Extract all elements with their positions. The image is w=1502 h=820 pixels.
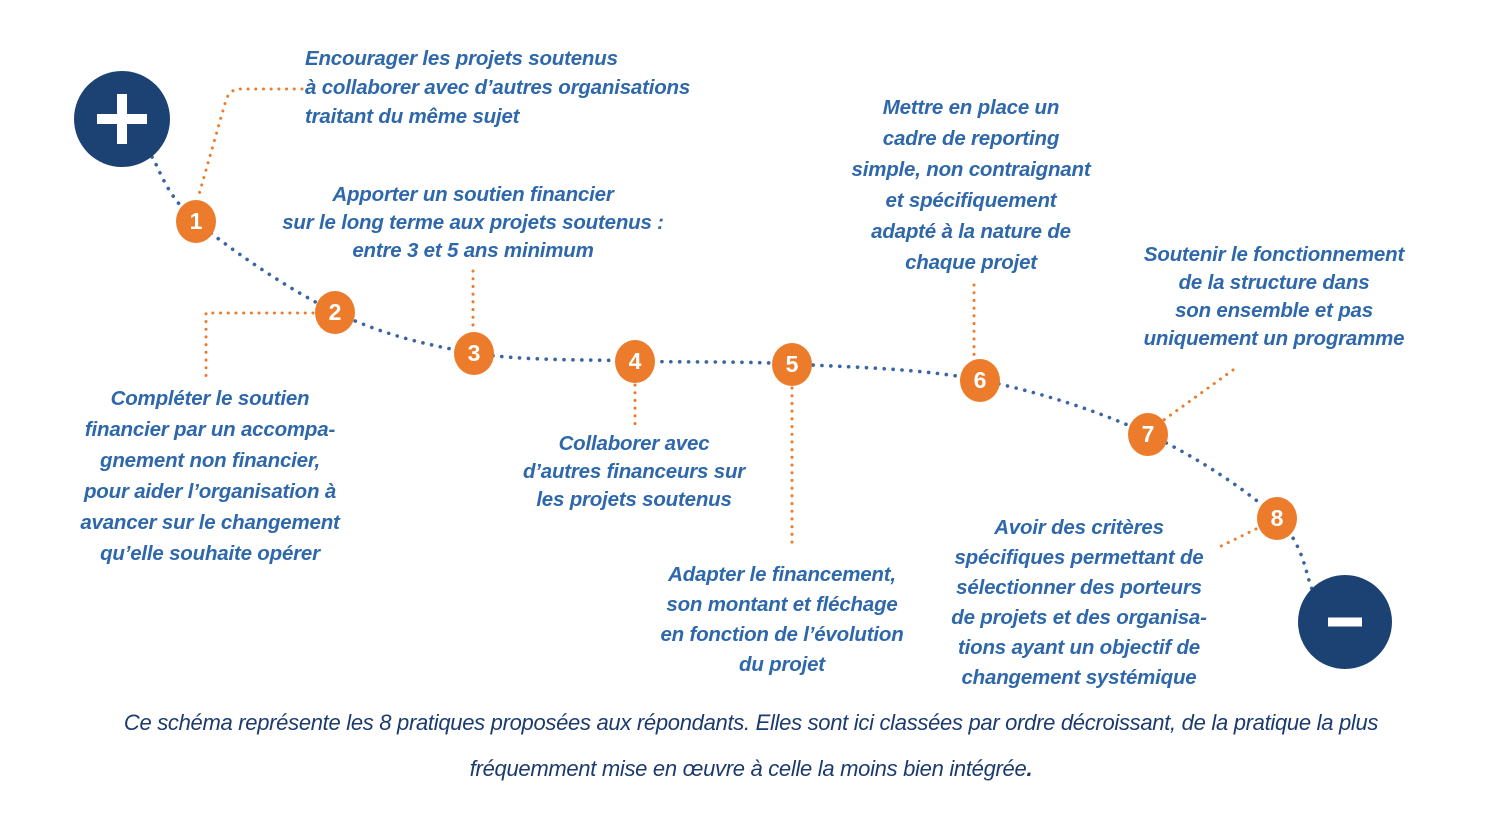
caption: Ce schéma représente les 8 pratiques pro… — [0, 700, 1502, 792]
practice-marker-4: 4 — [615, 340, 655, 383]
practice-number-2: 2 — [328, 299, 342, 325]
connector-practice-3 — [204, 311, 315, 383]
connector-practice-8 — [1213, 527, 1258, 551]
practice-marker-6: 6 — [960, 359, 1000, 402]
practice-label-5: Adapter le financement,son montant et fl… — [660, 563, 904, 676]
practice-number-8: 8 — [1270, 505, 1284, 531]
practice-number-1: 1 — [189, 208, 203, 234]
practice-number-4: 4 — [628, 348, 642, 374]
practice-number-3: 3 — [467, 340, 481, 366]
practice-number-7: 7 — [1141, 421, 1155, 447]
practice-marker-5: 5 — [772, 343, 812, 386]
connector-practice-7 — [1159, 368, 1235, 424]
practice-marker-1: 1 — [176, 200, 216, 243]
ranking-curve-dotted-line — [150, 155, 1314, 591]
plus-endpoint-icon — [74, 71, 170, 167]
minus-icon-bar — [1328, 617, 1362, 627]
practice-number-5: 5 — [785, 351, 799, 377]
caption-bold-period: . — [1026, 756, 1033, 781]
practice-marker-2: 2 — [315, 291, 355, 334]
practice-marker-3: 3 — [454, 332, 494, 375]
practice-marker-7: 7 — [1128, 413, 1168, 456]
plus-icon-bar-vertical — [117, 94, 127, 144]
practice-number-6: 6 — [973, 367, 987, 393]
caption-line-2: fréquemment mise en œuvre à celle la moi… — [469, 756, 1033, 781]
minus-endpoint-icon — [1298, 575, 1392, 669]
connector-practice-1 — [196, 87, 304, 200]
practice-marker-8: 8 — [1257, 497, 1297, 540]
caption-line-1: Ce schéma représente les 8 pratiques pro… — [123, 710, 1379, 735]
